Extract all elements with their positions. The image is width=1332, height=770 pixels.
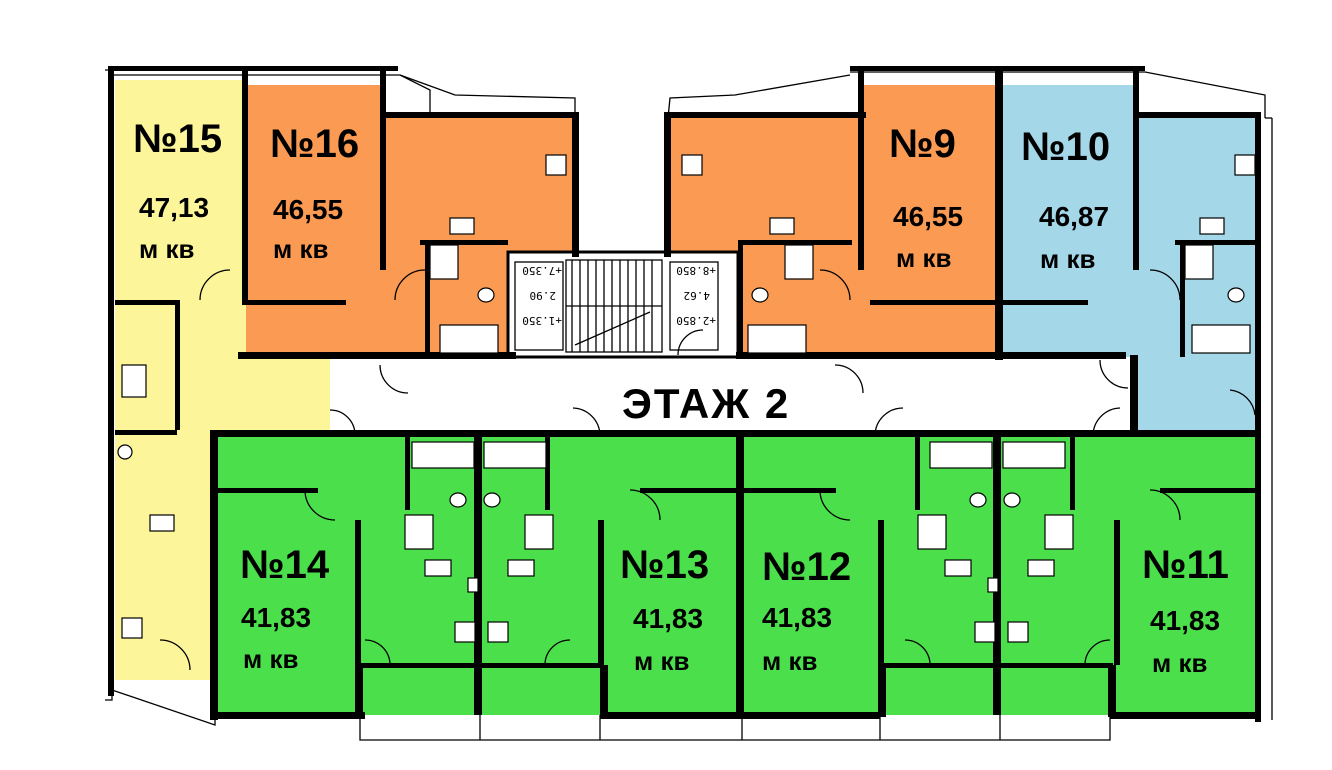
walls xyxy=(108,66,1261,722)
stairwell: +7.350 2.90 +1.350 +8.850 4.62 +2.850 xyxy=(506,250,740,359)
apartment-16-area-value: 46,55 xyxy=(273,194,343,225)
apartment-13-number: №13 xyxy=(620,543,709,587)
apartment-14-number: №14 xyxy=(240,543,330,587)
stair-mark-1: +7.350 xyxy=(522,264,562,277)
stair-mark-2: 2.90 xyxy=(530,289,557,302)
apartment-11-area-value: 41,83 xyxy=(1150,605,1220,636)
apartment-15-label: №15 47,13 м кв xyxy=(133,117,222,264)
apartment-10-area-value: 46,87 xyxy=(1039,201,1109,232)
apartment-15-number: №15 xyxy=(133,117,222,161)
apartment-12-label: №12 41,83 м кв xyxy=(762,545,851,676)
apartment-16-label: №16 46,55 м кв xyxy=(270,122,359,264)
apartment-10-label: №10 46,87 м кв xyxy=(1021,125,1110,274)
apartment-16-number: №16 xyxy=(270,122,359,166)
apartment-9-unit: м кв xyxy=(896,243,951,273)
apartment-15-area-value: 47,13 xyxy=(139,192,209,223)
apartment-9-area-value: 46,55 xyxy=(893,201,963,232)
stair-mark-6: +2.850 xyxy=(676,314,716,327)
apartment-13-area-value: 41,83 xyxy=(633,603,703,634)
apartment-10-number: №10 xyxy=(1021,125,1110,169)
apartment-13-unit: м кв xyxy=(634,646,689,676)
apartment-11-unit: м кв xyxy=(1152,648,1207,678)
apartment-14-unit: м кв xyxy=(243,644,298,674)
apartment-11-label: №11 41,83 м кв xyxy=(1142,543,1229,678)
apartment-14-label: №14 41,83 м кв xyxy=(240,543,330,674)
apartment-15-area[interactable] xyxy=(115,80,330,680)
apartment-12-unit: м кв xyxy=(762,646,817,676)
stair-mark-4: +8.850 xyxy=(676,264,716,277)
apartment-12-area-value: 41,83 xyxy=(762,602,832,633)
apartment-13-label: №13 41,83 м кв xyxy=(620,543,709,676)
apartment-11-number: №11 xyxy=(1142,543,1229,587)
floor-label: ЭТАЖ 2 xyxy=(622,380,790,427)
apartment-9-label: №9 46,55 м кв xyxy=(889,122,963,273)
apartment-12-number: №12 xyxy=(762,545,851,589)
apartment-15-unit: м кв xyxy=(139,234,194,264)
doors xyxy=(159,269,1256,671)
apartment-10-unit: м кв xyxy=(1040,244,1095,274)
stair-mark-3: +1.350 xyxy=(522,314,562,327)
fixtures xyxy=(117,154,1256,643)
apartment-9-number: №9 xyxy=(889,122,956,166)
apartment-14-area-value: 41,83 xyxy=(241,602,311,633)
apartment-16-unit: м кв xyxy=(273,234,328,264)
stair-mark-5: 4.62 xyxy=(684,289,711,302)
